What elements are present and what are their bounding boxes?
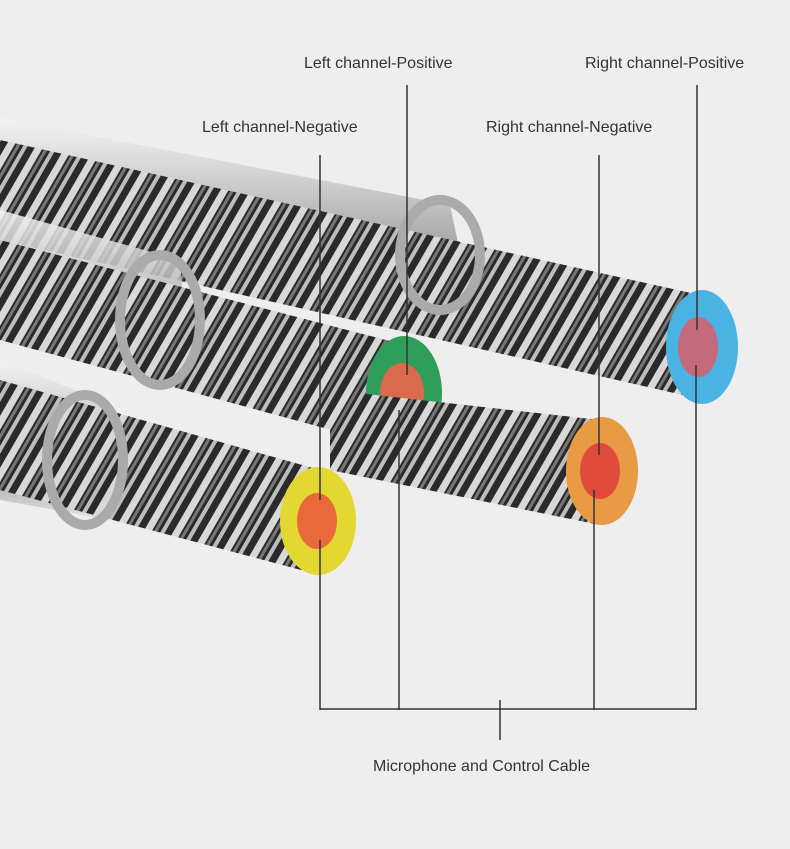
- label-left-negative: Left channel-Negative: [202, 119, 358, 136]
- cable-right-negative: [330, 390, 638, 525]
- label-right-positive: Right channel-Positive: [585, 55, 745, 72]
- cable-right-positive: [0, 118, 738, 404]
- label-mic-control: Microphone and Control Cable: [373, 758, 591, 775]
- cable-left-negative: [0, 360, 356, 575]
- yellow-core-conductor: [297, 493, 337, 549]
- label-left-positive: Left channel-Positive: [304, 55, 453, 72]
- orange-core-conductor: [580, 443, 620, 499]
- leader-lines: [319, 85, 698, 740]
- blue-core-conductor: [678, 317, 718, 377]
- label-right-negative: Right channel-Negative: [486, 119, 653, 136]
